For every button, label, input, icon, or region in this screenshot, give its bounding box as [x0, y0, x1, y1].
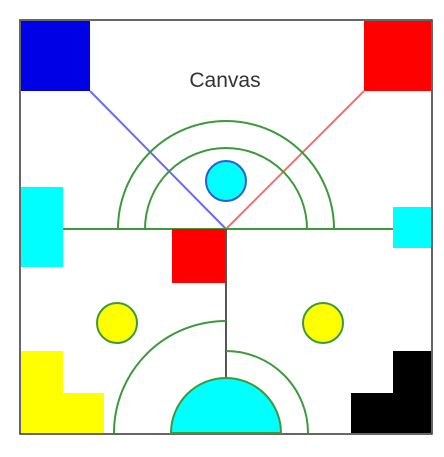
red-square-top-right[interactable]: [364, 21, 431, 91]
blue-square-top-left[interactable]: [21, 21, 90, 91]
cyan-semicircle-bottom[interactable]: [169, 377, 283, 434]
yellow-stair-bottom-left[interactable]: [21, 351, 104, 433]
cyan-circle-top[interactable]: [205, 160, 247, 202]
blue-diagonal-line: [89, 90, 227, 230]
yellow-circle-right[interactable]: [302, 302, 344, 344]
black-stair-bottom-right[interactable]: [351, 351, 431, 433]
canvas-title: Canvas: [189, 69, 260, 92]
outer-upper-arc: [117, 120, 335, 230]
yellow-circle-left[interactable]: [96, 302, 138, 344]
lower-left-arc: [113, 320, 227, 434]
red-square-center[interactable]: [172, 229, 226, 283]
cyan-block-right[interactable]: [393, 207, 431, 248]
inner-upper-arc: [144, 147, 308, 230]
cyan-block-left[interactable]: [21, 187, 63, 267]
red-diagonal-line: [225, 90, 365, 230]
lower-right-arc: [225, 350, 309, 434]
